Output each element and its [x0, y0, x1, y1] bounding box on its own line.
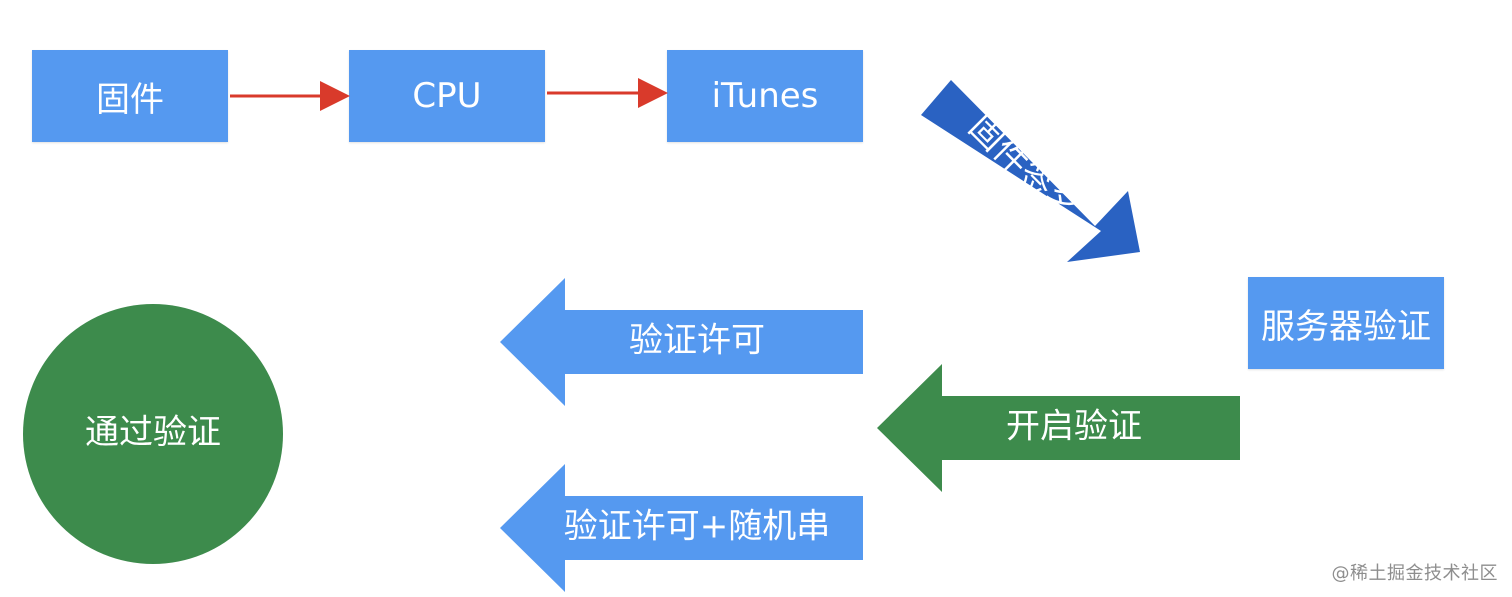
node-cpu-label: CPU: [412, 76, 482, 116]
node-firmware: 固件: [32, 50, 228, 142]
arrow-start-verification: 开启验证: [877, 364, 1240, 492]
arrow-firmware-signature: 固件签名: [921, 80, 1140, 262]
node-cpu: CPU: [349, 50, 545, 142]
node-verification-passed-label: 通过验证: [85, 413, 221, 453]
arrow-start-verification-label: 开启验证: [1006, 407, 1142, 447]
node-firmware-label: 固件: [96, 79, 164, 120]
watermark: @稀土掘金技术社区: [1331, 563, 1498, 584]
node-verification-passed: 通过验证: [23, 304, 283, 564]
arrow-verify-permission-label: 验证许可: [629, 321, 765, 361]
arrow-permission-random-label: 验证许可+随机串: [564, 507, 831, 547]
arrow-permission-random: 验证许可+随机串: [500, 464, 863, 592]
node-itunes: iTunes: [667, 50, 863, 142]
arrow-verify-permission: 验证许可: [500, 278, 863, 406]
node-server-verification: 服务器验证: [1248, 277, 1444, 369]
arrow-firmware-signature-label: 固件签名: [961, 107, 1085, 231]
node-itunes-label: iTunes: [711, 76, 819, 116]
node-server-verification-label: 服务器验证: [1261, 306, 1431, 347]
